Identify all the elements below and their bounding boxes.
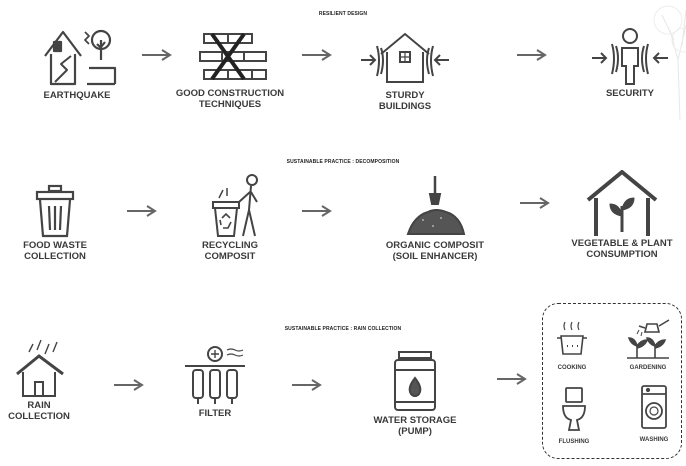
step-organic-composit: ORGANIC COMPOSIT (SOIL ENHANCER)	[375, 172, 495, 262]
cooking-pot-icon	[557, 321, 587, 355]
use-label: COOKING	[557, 365, 587, 371]
label-line: WATER STORAGE	[373, 415, 457, 426]
use-label: WASHING	[639, 437, 669, 443]
step-earthquake: EARTHQUAKE	[22, 20, 132, 101]
person-security-icon	[592, 28, 668, 85]
toilet-icon	[562, 387, 586, 431]
step-good-construction: GOOD CONSTRUCTION TECHNIQUES	[175, 22, 285, 110]
arrow-right-icon	[517, 49, 547, 61]
step-recycling: RECYCLING COMPOSIT	[180, 172, 280, 262]
use-flushing: FLUSHING	[548, 386, 600, 446]
plant-house-icon	[586, 170, 658, 236]
water-uses-box	[542, 303, 682, 459]
label-line: (PUMP)	[398, 426, 432, 437]
label-line: (SOIL ENHANCER)	[392, 251, 478, 262]
label-line: COLLECTION	[24, 251, 86, 262]
sturdy-house-icon	[361, 32, 449, 83]
label-line: FOOD WASTE	[23, 240, 87, 251]
use-washing: WASHING	[628, 384, 680, 444]
arrow-right-icon	[127, 205, 157, 217]
arrow-right-icon	[142, 49, 172, 61]
water-tank-icon	[394, 351, 436, 411]
label-line: VEGETABLE & PLANT	[571, 238, 673, 249]
step-rain-collection: RAIN COLLECTION	[0, 336, 78, 422]
label-line: SECURITY	[605, 88, 655, 99]
label-line: STURDY	[385, 90, 425, 101]
watering-can-icon	[627, 319, 670, 359]
arrow-right-icon	[292, 379, 322, 391]
label-line: COMPOSIT	[204, 251, 256, 262]
water-filter-icon	[185, 346, 245, 404]
earthquake-house-icon	[44, 29, 117, 86]
label-line: RAIN	[27, 400, 51, 411]
arrow-right-icon	[302, 205, 332, 217]
row-title-rain-collection: SUSTAINABLE PRACTICE : RAIN COLLECTION	[284, 326, 402, 332]
step-water-storage: WATER STORAGE (PUMP)	[365, 350, 465, 437]
recycling-person-icon	[212, 174, 258, 237]
trash-can-icon	[35, 184, 75, 238]
step-filter: FILTER	[170, 342, 260, 419]
label-line: FILTER	[198, 408, 232, 419]
use-cooking: COOKING	[548, 320, 596, 372]
step-security: SECURITY	[580, 22, 680, 99]
label-line: TECHNIQUES	[198, 99, 262, 110]
label-line: BUILDINGS	[378, 101, 432, 112]
label-line: EARTHQUAKE	[43, 90, 111, 101]
arrow-right-icon	[114, 379, 144, 391]
step-vegetable-plant: VEGETABLE & PLANT CONSUMPTION	[567, 166, 677, 260]
rain-house-icon	[16, 339, 64, 397]
step-sturdy-buildings: STURDY BUILDINGS	[350, 22, 460, 112]
use-label: GARDENING	[629, 365, 667, 371]
row-title-decomposition: SUSTAINABLE PRACTICE : DECOMPOSITION	[286, 159, 400, 165]
brick-wall-icon	[199, 32, 267, 81]
soil-shovel-icon	[406, 176, 466, 235]
use-gardening: GARDENING	[620, 316, 676, 372]
arrow-right-icon	[497, 373, 527, 385]
step-food-waste: FOOD WASTE COLLECTION	[5, 182, 105, 262]
label-line: RECYCLING	[202, 240, 258, 251]
row-title-resilient-design: RESILIENT DESIGN	[318, 11, 368, 17]
washing-machine-icon	[641, 385, 667, 429]
label-line: CONSUMPTION	[586, 249, 658, 260]
use-label: FLUSHING	[558, 439, 590, 445]
label-line: GOOD CONSTRUCTION	[175, 88, 285, 99]
label-line: COLLECTION	[8, 411, 70, 422]
arrow-right-icon	[302, 49, 332, 61]
arrow-right-icon	[520, 197, 550, 209]
label-line: ORGANIC COMPOSIT	[385, 240, 485, 251]
tree-watermark	[653, 5, 686, 120]
